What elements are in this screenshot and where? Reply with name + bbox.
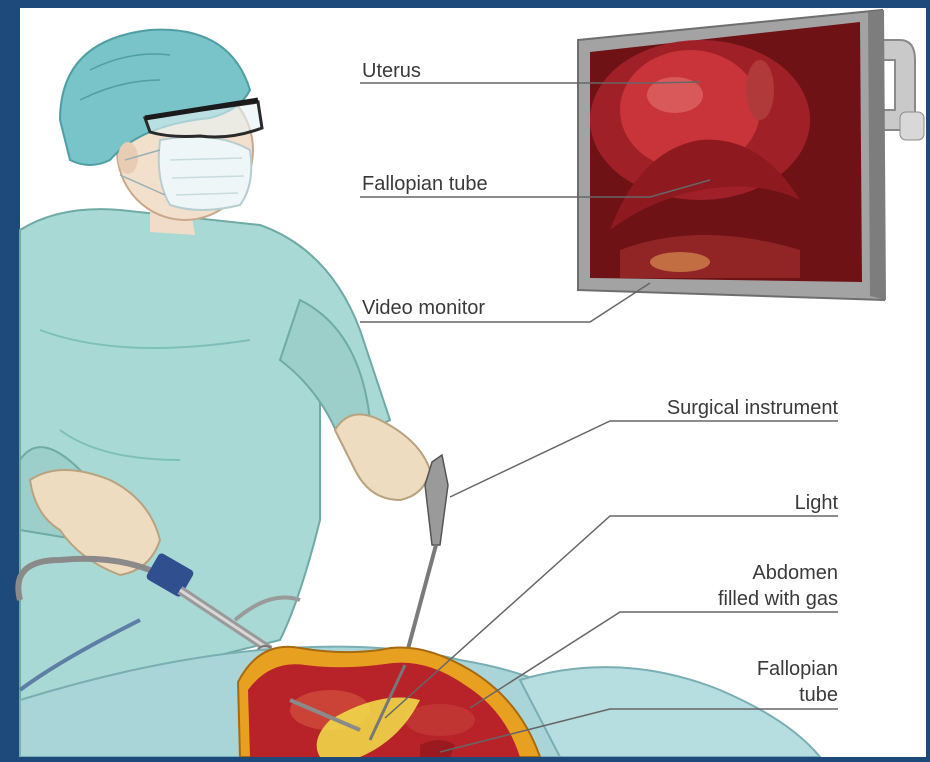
label-uterus: Uterus bbox=[362, 59, 421, 83]
label-abdomen-line1: Abdomen bbox=[752, 561, 838, 585]
label-fallopian-tube-lower-line1: Fallopian bbox=[757, 657, 838, 681]
label-fallopian-tube-monitor: Fallopian tube bbox=[362, 172, 488, 196]
label-fallopian-tube-lower-line2: tube bbox=[799, 683, 838, 707]
label-surgical-instrument: Surgical instrument bbox=[667, 396, 838, 420]
label-video-monitor: Video monitor bbox=[362, 296, 485, 320]
video-monitor bbox=[578, 10, 924, 300]
label-abdomen-line2: filled with gas bbox=[718, 587, 838, 611]
label-light: Light bbox=[795, 491, 838, 515]
